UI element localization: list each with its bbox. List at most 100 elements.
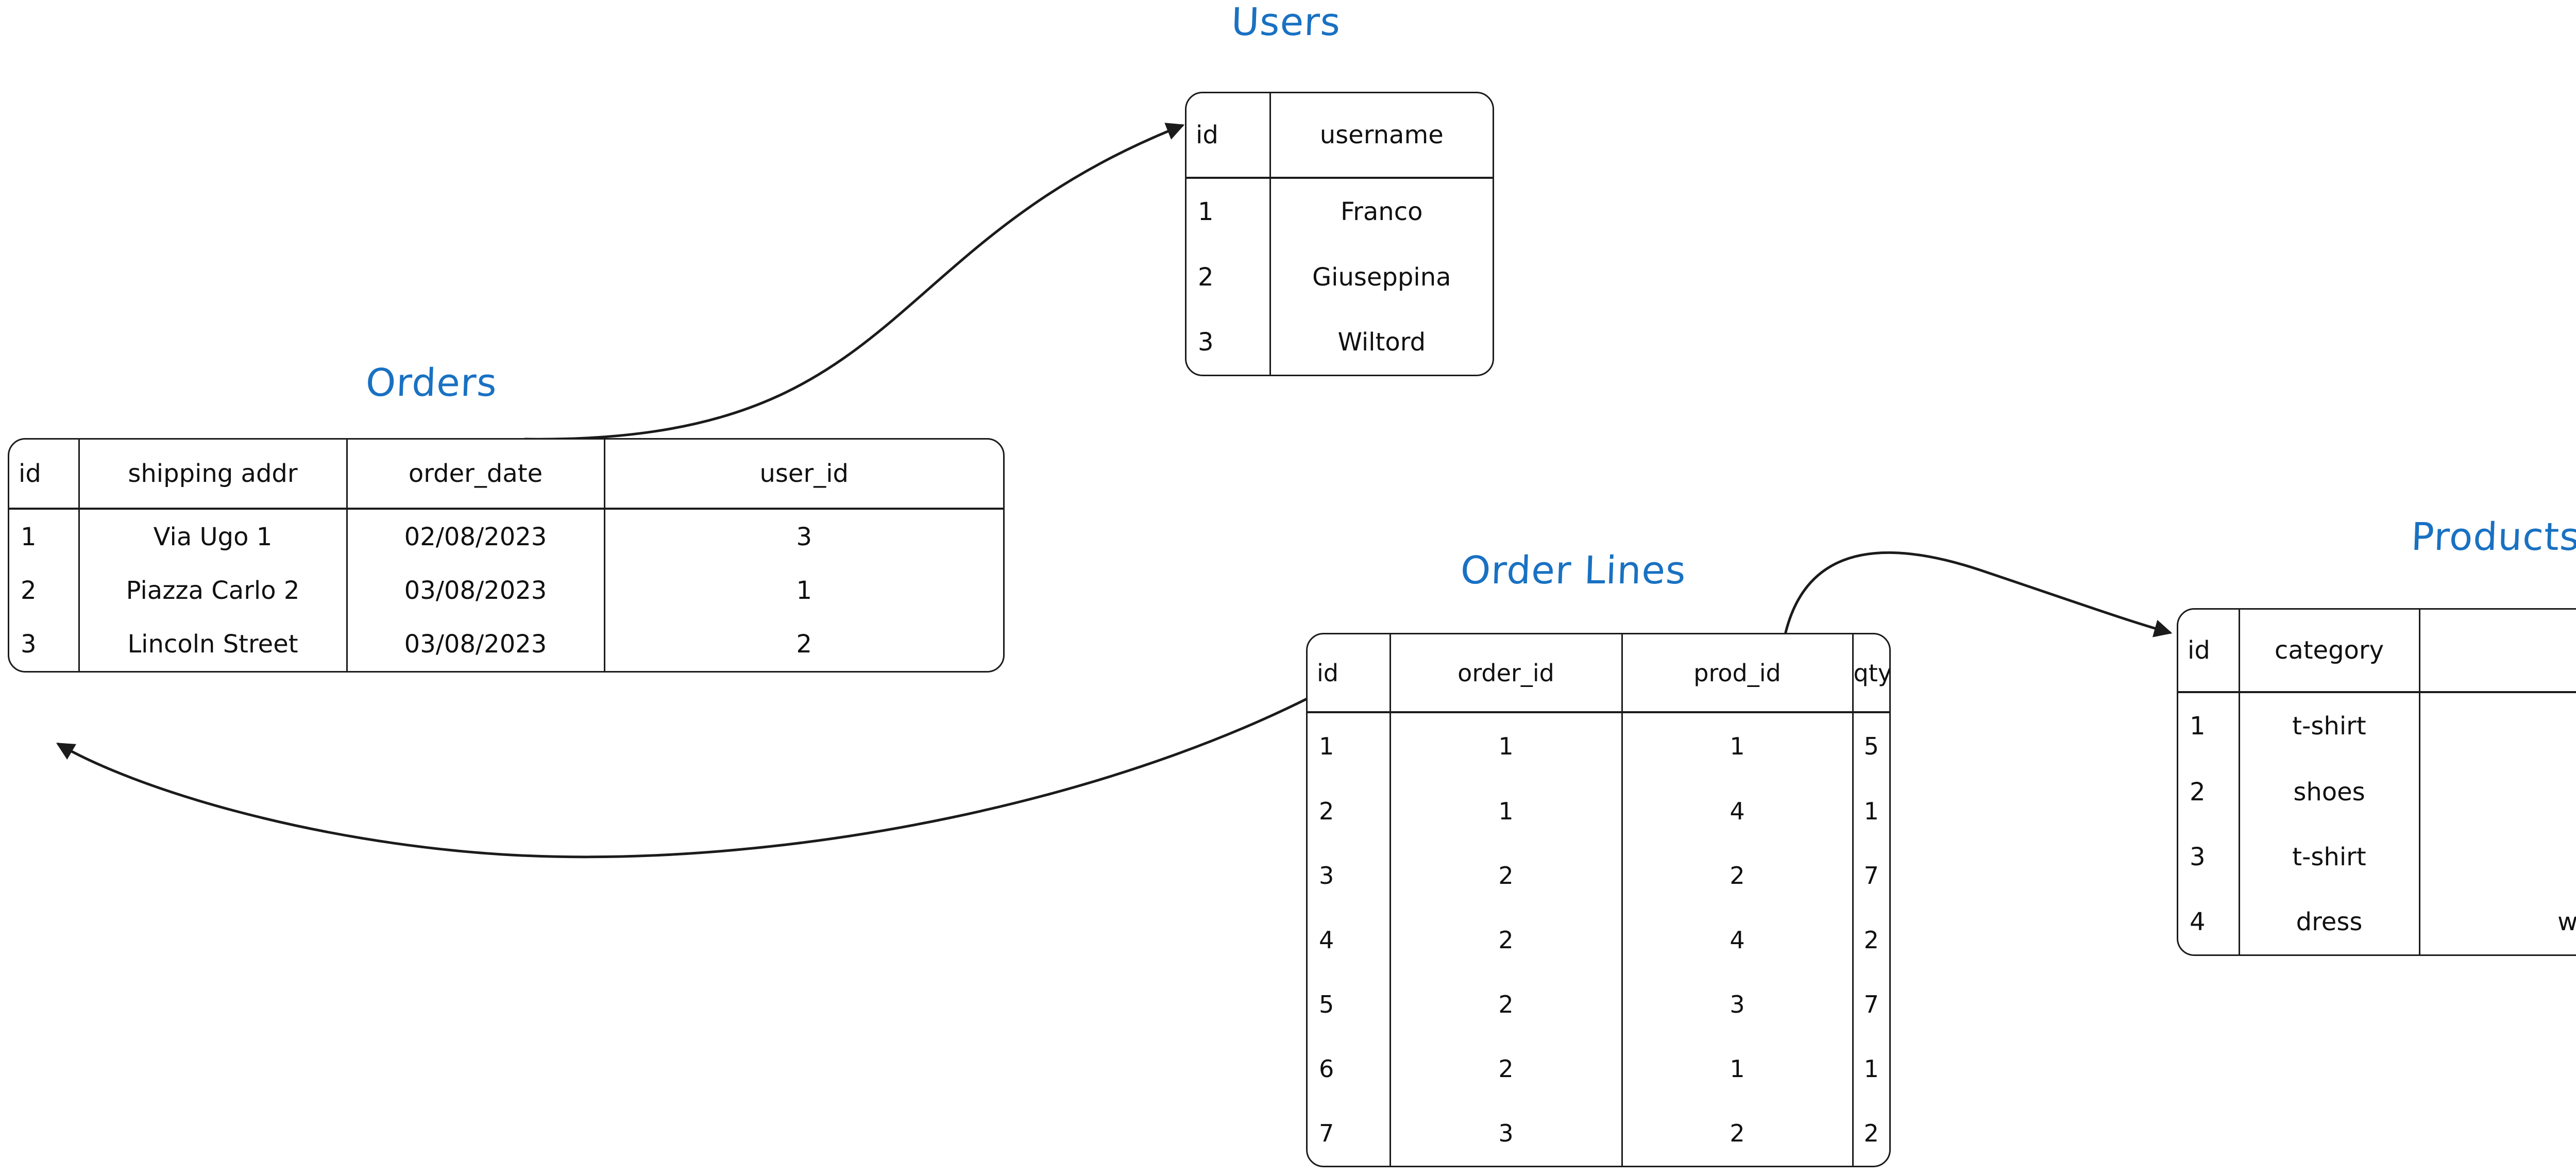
table-header-row: id order_id prod_id qty [1308, 634, 1889, 713]
table-row: 7 3 2 2 [1308, 1101, 1889, 1166]
table-row: 1 t-shirt red t-shirt [2178, 692, 2576, 760]
table-row: 1 1 1 5 [1308, 712, 1889, 779]
table-header-row: id category name [2178, 610, 2576, 693]
users-cell-id: 3 [1198, 328, 1214, 357]
products-column-name: name [2418, 610, 2576, 693]
table-header-row: id shipping addr order_date user_id [9, 440, 1003, 510]
orders-cell-shipping-addr: Via Ugo 1 [78, 509, 347, 564]
table-row: 4 2 4 2 [1308, 908, 1889, 972]
order-lines-cell-order-id: 1 [1389, 712, 1622, 779]
table-row: 2 1 4 1 [1308, 779, 1889, 844]
products-cell-id: 4 [2190, 907, 2206, 936]
order-lines-cell-prod-id: 2 [1621, 843, 1853, 908]
order-lines-cell-prod-id: 4 [1621, 908, 1853, 972]
order-lines-cell-prod-id: 4 [1621, 779, 1853, 844]
order-lines-column-qty: qty [1852, 634, 1889, 713]
orders-cell-id: 2 [21, 576, 37, 606]
orders-cell-id: 1 [21, 522, 37, 551]
table-row: 3 Lincoln Street 03/08/2023 2 [9, 617, 1003, 671]
table-row: 2 Giuseppina [1187, 245, 1493, 310]
users-cell-username: Wiltord [1269, 310, 1493, 375]
table-row: 6 2 1 1 [1308, 1036, 1889, 1101]
orders-column-shipping-addr: shipping addr [78, 440, 347, 510]
products-cell-id: 3 [2190, 842, 2206, 871]
products-cell-category: dress [2238, 889, 2419, 954]
order-lines-column-prod-id: prod_id [1621, 634, 1853, 713]
order-lines-column-id: id [1308, 634, 1390, 713]
order-lines-cell-prod-id: 3 [1621, 972, 1853, 1037]
users-table-title: Users [1230, 0, 1342, 44]
order-lines-cell-prod-id: 2 [1621, 1101, 1853, 1166]
products-column-category: category [2238, 610, 2419, 693]
orders-column-order-date: order_date [346, 440, 604, 510]
products-cell-name: white-golden dress [2418, 889, 2576, 954]
products-cell-id: 1 [2190, 712, 2206, 741]
orders-cell-user-id: 1 [603, 564, 1003, 618]
order-lines-cell-order-id: 2 [1389, 908, 1622, 972]
products-column-id: id [2178, 610, 2239, 693]
orders-cell-order-date: 03/08/2023 [346, 617, 604, 671]
table-row: 3 t-shirt blue t-shirt [2178, 824, 2576, 889]
order-lines-cell-order-id: 2 [1389, 972, 1622, 1037]
products-cell-category: t-shirt [2238, 824, 2419, 889]
orders-cell-id: 3 [21, 630, 37, 659]
order-lines-cell-qty: 2 [1852, 908, 1889, 972]
orders-column-user-id: user_id [603, 440, 1003, 510]
users-cell-username: Giuseppina [1269, 245, 1493, 310]
order-lines-cell-id: 6 [1319, 1055, 1334, 1083]
orders-cell-shipping-addr: Lincoln Street [78, 617, 347, 671]
products-cell-name: blue t-shirt [2418, 824, 2576, 889]
order-lines-column-order-id: order_id [1389, 634, 1622, 713]
products-cell-name: Wow shoe [2418, 759, 2576, 825]
order-lines-cell-qty: 1 [1852, 779, 1889, 844]
order-lines-cell-order-id: 3 [1389, 1101, 1622, 1166]
products-cell-category: t-shirt [2238, 692, 2419, 760]
users-cell-id: 1 [1198, 197, 1214, 227]
table-row: 3 Wiltord [1187, 310, 1493, 375]
users-column-username: username [1269, 93, 1493, 179]
orders-cell-user-id: 2 [603, 617, 1003, 671]
relationship-arrow-order-lines-order-id-to-orders-id [56, 664, 1369, 859]
order-lines-cell-id: 4 [1319, 926, 1334, 954]
table-header-row: id username [1187, 93, 1493, 179]
users-table: id username 1 Franco 2 Giuseppina 3 Wilt… [1185, 92, 1494, 376]
orders-table-title: Orders [365, 361, 498, 405]
products-table-title: Products [2410, 515, 2576, 559]
products-cell-category: shoes [2238, 759, 2419, 825]
users-cell-username: Franco [1269, 178, 1493, 245]
order-lines-cell-qty: 7 [1852, 972, 1889, 1037]
products-table: id category name 1 t-shirt red t-shirt 2… [2177, 608, 2576, 956]
order-lines-cell-qty: 7 [1852, 843, 1889, 908]
table-row: 1 Via Ugo 1 02/08/2023 3 [9, 509, 1003, 564]
orders-column-id: id [9, 440, 79, 510]
order-lines-cell-id: 7 [1319, 1119, 1334, 1148]
orders-table: id shipping addr order_date user_id 1 Vi… [8, 438, 1005, 673]
table-row: 3 2 2 7 [1308, 843, 1889, 908]
order-lines-table-title: Order Lines [1460, 548, 1687, 593]
order-lines-cell-qty: 2 [1852, 1101, 1889, 1166]
order-lines-cell-prod-id: 1 [1621, 712, 1853, 779]
order-lines-cell-qty: 1 [1852, 1036, 1889, 1101]
order-lines-cell-id: 2 [1319, 797, 1334, 826]
order-lines-table: id order_id prod_id qty 1 1 1 5 2 1 4 1 [1306, 633, 1891, 1167]
table-row: 1 Franco [1187, 178, 1493, 245]
products-cell-name: red t-shirt [2418, 692, 2576, 760]
relationship-arrow-orders-user-id-to-users-id [524, 123, 1185, 441]
order-lines-cell-qty: 5 [1852, 712, 1889, 779]
orders-cell-user-id: 3 [603, 509, 1003, 564]
table-row: 4 dress white-golden dress [2178, 889, 2576, 954]
table-row: 2 Piazza Carlo 2 03/08/2023 1 [9, 564, 1003, 618]
order-lines-cell-id: 3 [1319, 862, 1334, 890]
users-cell-id: 2 [1198, 263, 1214, 292]
orders-cell-shipping-addr: Piazza Carlo 2 [78, 564, 347, 618]
table-row: 5 2 3 7 [1308, 972, 1889, 1037]
products-cell-id: 2 [2190, 777, 2206, 807]
order-lines-cell-id: 1 [1319, 732, 1334, 760]
order-lines-cell-prod-id: 1 [1621, 1036, 1853, 1101]
orders-cell-order-date: 02/08/2023 [346, 509, 604, 564]
order-lines-cell-order-id: 2 [1389, 843, 1622, 908]
order-lines-cell-order-id: 1 [1389, 779, 1622, 844]
order-lines-cell-order-id: 2 [1389, 1036, 1622, 1101]
orders-cell-order-date: 03/08/2023 [346, 564, 604, 618]
